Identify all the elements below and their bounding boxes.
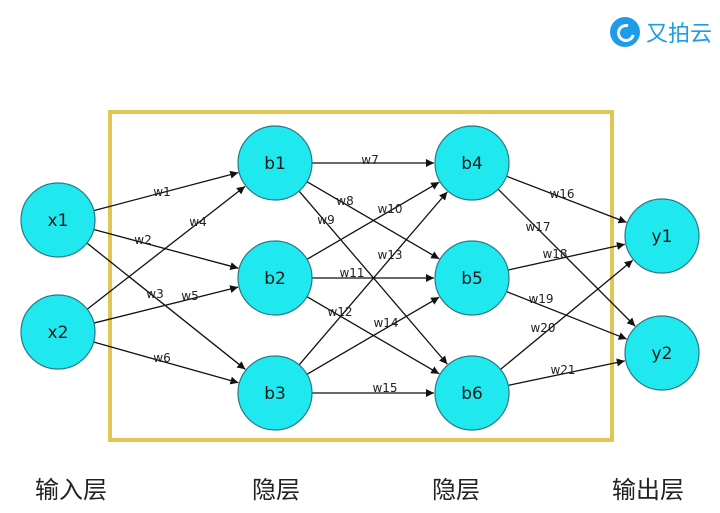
node-x2: x2 — [20, 294, 96, 370]
edge-label-w17: w17 — [525, 220, 550, 234]
edge-label-w1: w1 — [153, 185, 170, 199]
edge-label-w21: w21 — [550, 363, 575, 377]
edge-x1-b1 — [93, 170, 239, 212]
node-circle-b1 — [237, 125, 313, 201]
edge-label-w18: w18 — [542, 247, 567, 261]
node-circle-b2 — [237, 240, 313, 316]
node-circle-y1 — [624, 198, 700, 274]
hidden-layer-2-label: 隐层 — [432, 476, 480, 504]
brand-logo: 又拍云 — [610, 12, 712, 52]
node-circle-b5 — [434, 240, 510, 316]
node-b6: b6 — [434, 355, 510, 431]
node-circle-x2 — [20, 294, 96, 370]
edge-label-w6: w6 — [153, 351, 170, 365]
edge-x1-b2 — [93, 228, 239, 270]
edge-label-w8: w8 — [336, 194, 353, 208]
node-circle-x1 — [20, 182, 96, 258]
node-label-x2: x2 — [48, 323, 69, 343]
node-b4: b4 — [434, 125, 510, 201]
node-circle-b3 — [237, 355, 313, 431]
edge-b2-b4 — [306, 181, 440, 260]
node-circle-b4 — [434, 125, 510, 201]
node-label-y2: y2 — [652, 344, 673, 364]
node-b3: b3 — [237, 355, 313, 431]
edge-label-w12: w12 — [327, 305, 352, 319]
edges-group — [86, 159, 636, 397]
edge-b6-y2 — [508, 358, 625, 387]
edge-label-w13: w13 — [377, 248, 402, 262]
node-b2: b2 — [237, 240, 313, 316]
node-label-y1: y1 — [652, 227, 673, 247]
edge-label-w5: w5 — [181, 289, 198, 303]
node-circle-y2 — [624, 315, 700, 391]
edge-label-w9: w9 — [317, 213, 334, 227]
node-label-b3: b3 — [264, 384, 286, 404]
cloud-logo-icon — [610, 17, 640, 47]
edge-b4-y1 — [506, 175, 627, 224]
edge-label-w4: w4 — [189, 215, 206, 229]
hidden-layers-box — [108, 110, 614, 442]
edge-label-w11: w11 — [339, 266, 364, 280]
hidden-layer-1-label: 隐层 — [252, 476, 300, 504]
node-y1: y1 — [624, 198, 700, 274]
edge-label-w3: w3 — [146, 287, 163, 301]
edge-b3-b5 — [306, 296, 440, 375]
edge-b5-y1 — [507, 242, 626, 271]
brand-name: 又拍云 — [646, 22, 713, 47]
input-layer-label: 输入层 — [35, 476, 107, 504]
nodes-group: x1 x2 b1 b2 b3 b4 b5 b6 y1 y2 — [20, 125, 700, 431]
edge-label-w10: w10 — [377, 202, 402, 216]
edge-x1-b3 — [86, 242, 246, 370]
edge-x2-b2 — [93, 285, 239, 324]
edge-label-w20: w20 — [530, 321, 555, 335]
node-label-b2: b2 — [264, 269, 286, 289]
edge-label-w2: w2 — [134, 233, 151, 247]
edge-x2-b3 — [93, 341, 239, 385]
node-y2: y2 — [624, 315, 700, 391]
edge-label-w14: w14 — [373, 316, 398, 330]
node-label-b4: b4 — [461, 154, 483, 174]
node-b1: b1 — [237, 125, 313, 201]
node-x1: x1 — [20, 182, 96, 258]
edge-b3-b4 — [298, 191, 448, 366]
node-b5: b5 — [434, 240, 510, 316]
node-circle-b6 — [434, 355, 510, 431]
node-label-x1: x1 — [48, 211, 69, 231]
node-label-b5: b5 — [461, 269, 483, 289]
edge-label-w7: w7 — [361, 153, 378, 167]
edge-label-w19: w19 — [528, 292, 553, 306]
node-label-b6: b6 — [461, 384, 483, 404]
node-label-b1: b1 — [264, 154, 286, 174]
edge-label-w15: w15 — [372, 381, 397, 395]
edge-label-w16: w16 — [549, 187, 574, 201]
output-layer-label: 输出层 — [612, 476, 684, 504]
edge-b6-y1 — [500, 259, 634, 370]
edge-x2-b1 — [86, 185, 246, 310]
